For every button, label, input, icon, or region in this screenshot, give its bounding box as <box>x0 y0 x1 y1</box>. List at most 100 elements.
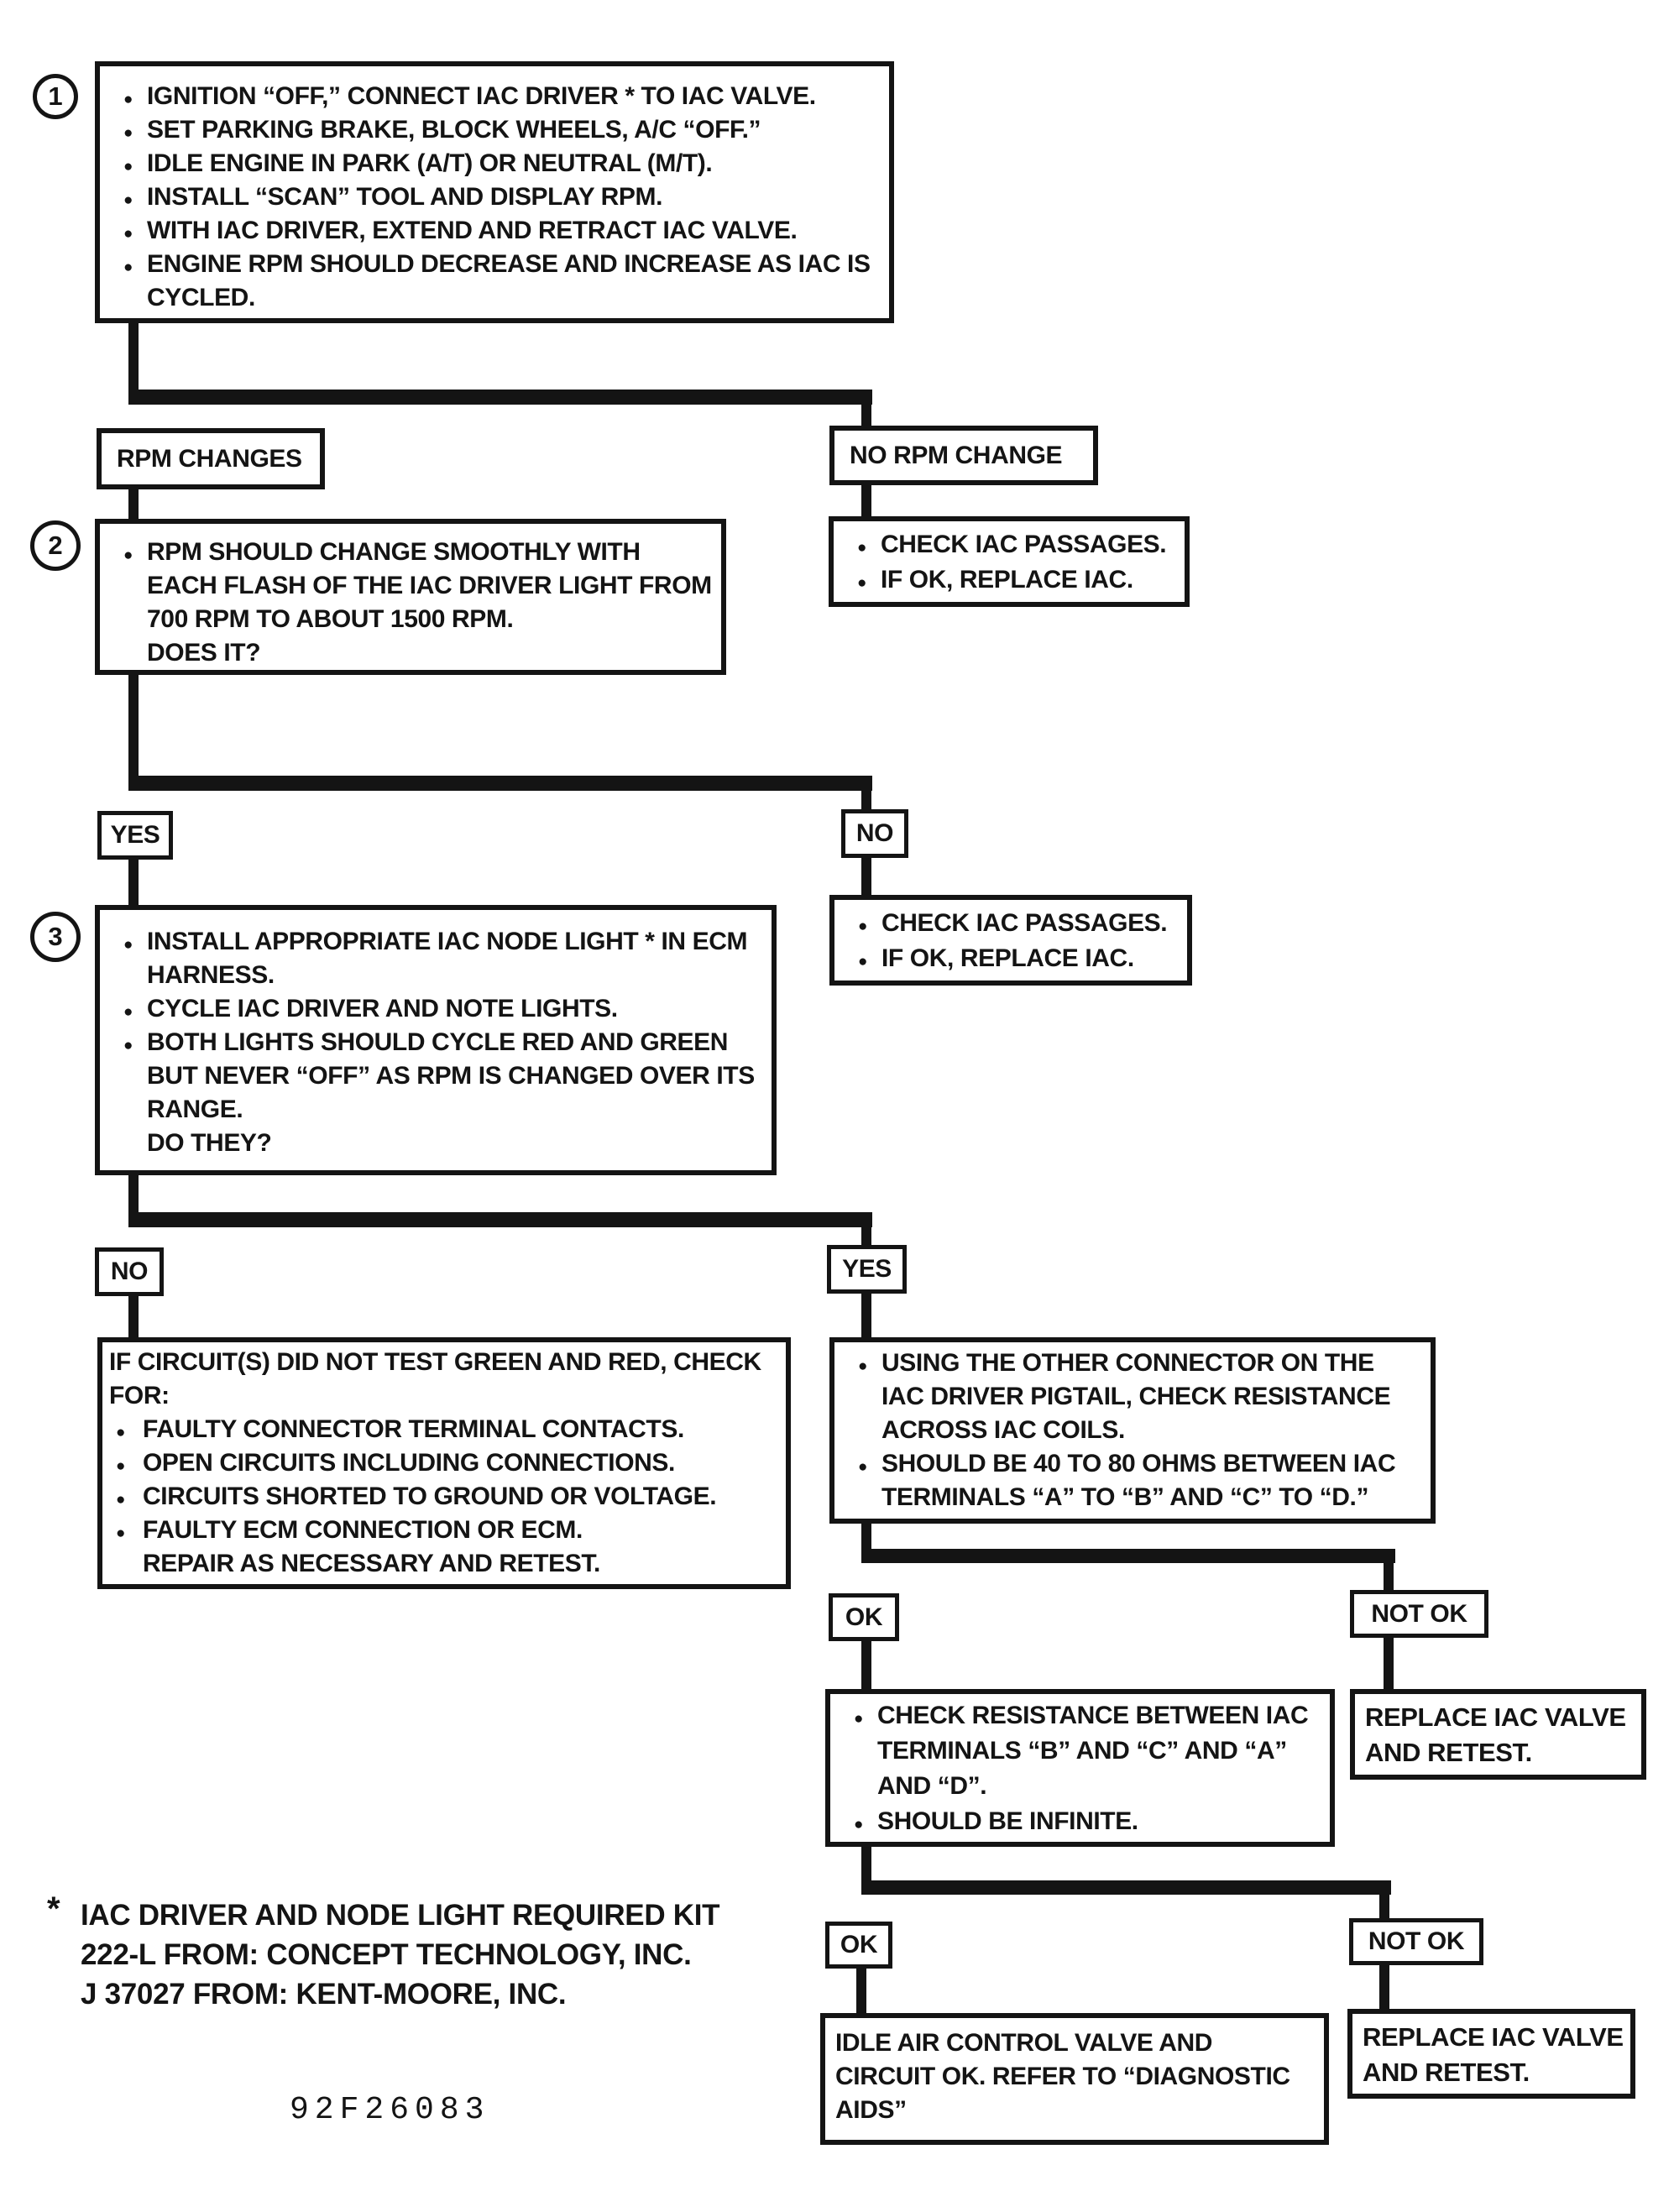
ok-label-box: OK <box>829 1593 899 1641</box>
list-item-continuation: IAC DRIVER PIGTAIL, CHECK RESISTANCE <box>834 1380 1431 1414</box>
list-item: ● WITH IAC DRIVER, EXTEND AND RETRACT IAC… <box>100 214 889 248</box>
connector-line <box>861 1641 871 1690</box>
text-line: AND “D”. <box>877 1772 987 1800</box>
list-item: ● BOTH LIGHTS SHOULD CYCLE RED AND GREEN <box>100 1026 772 1059</box>
text-line: IDLE AIR CONTROL VALVE AND <box>825 2026 1324 2060</box>
branch-line <box>128 1212 872 1227</box>
text-line: SET PARKING BRAKE, BLOCK WHEELS, A/C “OF… <box>147 116 761 144</box>
text-line: INSTALL “SCAN” TOOL AND DISPLAY RPM. <box>147 183 663 211</box>
replace-iac-valve-box-2: REPLACE IAC VALVE AND RETEST. <box>1347 2009 1635 2099</box>
step-circle-3: 3 <box>30 912 81 962</box>
list-item-continuation: 700 RPM TO ABOUT 1500 RPM. <box>100 603 721 636</box>
text-line: CHECK IAC PASSAGES. <box>881 531 1167 558</box>
text-line: BOTH LIGHTS SHOULD CYCLE RED AND GREEN <box>147 1028 729 1056</box>
list-item-continuation: ACROSS IAC COILS. <box>834 1414 1431 1447</box>
text-line: USING THE OTHER CONNECTOR ON THE <box>881 1349 1374 1377</box>
text-line: CHECK IAC PASSAGES. <box>881 909 1168 937</box>
branch-label: NO RPM CHANGE <box>850 441 1063 469</box>
text-line: CIRCUIT OK. REFER TO “DIAGNOSTIC <box>835 2063 1290 2090</box>
text-line: ENGINE RPM SHOULD DECREASE AND INCREASE … <box>147 250 871 278</box>
text-line: IF CIRCUIT(S) DID NOT TEST GREEN AND RED… <box>102 1346 786 1379</box>
not-ok-label-box-2: NOT OK <box>1349 1918 1483 1965</box>
branch-label: NO <box>855 819 894 847</box>
text-line: AND RETEST. <box>1355 1735 1641 1770</box>
text-line: AND RETEST. <box>1365 1738 1532 1767</box>
text-line: REPLACE IAC VALVE <box>1365 1702 1626 1732</box>
text-line: FAULTY CONNECTOR TERMINAL CONTACTS. <box>143 1415 684 1443</box>
not-ok-label-box: NOT OK <box>1350 1590 1488 1638</box>
text-line: REPAIR AS NECESSARY AND RETEST. <box>143 1550 600 1577</box>
branch-label: YES <box>842 1255 892 1283</box>
list-item: ●INSTALL “SCAN” TOOL AND DISPLAY RPM. <box>100 180 889 214</box>
text-line: AND RETEST. <box>1363 2058 1530 2087</box>
bullet-icon: ● <box>123 91 133 108</box>
step1-instructions-box: ●IGNITION “OFF,” CONNECT IAC DRIVER * TO… <box>95 61 894 323</box>
yes-label-box: YES <box>97 811 173 860</box>
text-line: OPEN CIRCUITS INCLUDING CONNECTIONS. <box>143 1449 675 1477</box>
list-item: ●RPM SHOULD CHANGE SMOOTHLY WITH <box>100 536 721 569</box>
list-item-continuation: AND “D”. <box>830 1769 1330 1804</box>
connector-line <box>861 791 871 813</box>
list-item-continuation: DO THEY? <box>100 1127 772 1160</box>
list-item: ●SET PARKING BRAKE, BLOCK WHEELS, A/C “O… <box>100 113 889 147</box>
connector-line <box>861 1227 871 1247</box>
list-item-continuation: TERMINALS “B” AND “C” AND “A” <box>830 1734 1330 1769</box>
figure-code: 92F26083 <box>290 2092 490 2128</box>
text-line: IF OK, REPLACE IAC. <box>881 566 1133 594</box>
text-line: TERMINALS “B” AND “C” AND “A” <box>877 1737 1287 1765</box>
branch-label: NO <box>110 1258 149 1285</box>
connector-line <box>861 485 871 519</box>
branch-line <box>861 1880 1391 1895</box>
bullet-icon: ● <box>123 1037 133 1054</box>
list-item: ● SHOULD BE INFINITE. <box>830 1804 1330 1839</box>
list-item: ● IF OK, REPLACE IAC. <box>834 562 1185 598</box>
text-line: REPLACE IAC VALVE <box>1363 2022 1624 2052</box>
branch-line <box>128 390 872 405</box>
list-item-continuation: EACH FLASH OF THE IAC DRIVER LIGHT FROM <box>100 569 721 603</box>
list-item: ●FAULTY ECM CONNECTION OR ECM. <box>102 1514 786 1547</box>
text-line: AND RETEST. <box>1352 2055 1630 2090</box>
branch-label: OK <box>840 1931 878 1958</box>
list-item: ● CHECK RESISTANCE BETWEEN IAC <box>830 1698 1330 1734</box>
circuit-fault-box: IF CIRCUIT(S) DID NOT TEST GREEN AND RED… <box>97 1337 791 1589</box>
text-line: BUT NEVER “OFF” AS RPM IS CHANGED OVER I… <box>147 1062 755 1090</box>
text-line: CYCLED. <box>147 284 255 311</box>
step-circle-2: 2 <box>30 520 81 571</box>
list-item: ●SHOULD BE 40 TO 80 OHMS BETWEEN IAC <box>834 1447 1431 1481</box>
bullet-icon: ● <box>854 1816 864 1833</box>
step-circle-1: 1 <box>33 74 78 119</box>
bullet-icon: ● <box>116 1491 126 1509</box>
text-line: FOR: <box>102 1379 786 1413</box>
text-line: RPM SHOULD CHANGE SMOOTHLY WITH <box>147 538 641 566</box>
idle-air-control-ok-box: IDLE AIR CONTROL VALVE AND CIRCUIT OK. R… <box>820 2013 1329 2145</box>
connector-line <box>1384 1638 1394 1690</box>
coil-resistance-box: ●USING THE OTHER CONNECTOR ON THE IAC DR… <box>829 1337 1436 1524</box>
text-line: WITH IAC DRIVER, EXTEND AND RETRACT IAC … <box>147 217 798 244</box>
list-item: ●CHECK IAC PASSAGES. <box>834 906 1187 941</box>
bullet-icon: ● <box>123 225 133 243</box>
connector-line <box>1384 1563 1394 1592</box>
step-number: 2 <box>48 531 63 560</box>
text-line: AIDS” <box>825 2094 1324 2127</box>
text-line: FOR: <box>109 1382 170 1409</box>
text-line: REPLACE IAC VALVE <box>1355 1700 1641 1735</box>
replace-iac-valve-box: REPLACE IAC VALVE AND RETEST. <box>1350 1689 1646 1780</box>
ok-label-box-2: OK <box>825 1922 892 1969</box>
connector-line <box>861 858 871 897</box>
check-iac-passages-box-2: ●CHECK IAC PASSAGES. ●IF OK, REPLACE IAC… <box>829 895 1192 986</box>
bullet-icon: ● <box>123 936 133 954</box>
bullet-icon: ● <box>854 1710 864 1728</box>
footnote: IAC DRIVER AND NODE LIGHT REQUIRED KIT 2… <box>81 1896 720 2014</box>
connector-line <box>861 395 871 431</box>
text-line: SHOULD BE 40 TO 80 OHMS BETWEEN IAC <box>881 1450 1396 1477</box>
list-item: ●USING THE OTHER CONNECTOR ON THE <box>834 1347 1431 1380</box>
yes-label-box-2: YES <box>827 1245 907 1294</box>
bullet-icon: ● <box>857 574 867 592</box>
step-number: 1 <box>48 81 63 111</box>
text-line: SHOULD BE INFINITE. <box>877 1807 1138 1835</box>
step3-instructions-box: ●INSTALL APPROPRIATE IAC NODE LIGHT * IN… <box>95 905 777 1175</box>
text-line: CHECK RESISTANCE BETWEEN IAC <box>877 1702 1309 1729</box>
list-item: ●OPEN CIRCUITS INCLUDING CONNECTIONS. <box>102 1446 786 1480</box>
list-item: ●ENGINE RPM SHOULD DECREASE AND INCREASE… <box>100 248 889 281</box>
footnote-line: 222-L FROM: CONCEPT TECHNOLOGY, INC. <box>81 1938 692 1971</box>
